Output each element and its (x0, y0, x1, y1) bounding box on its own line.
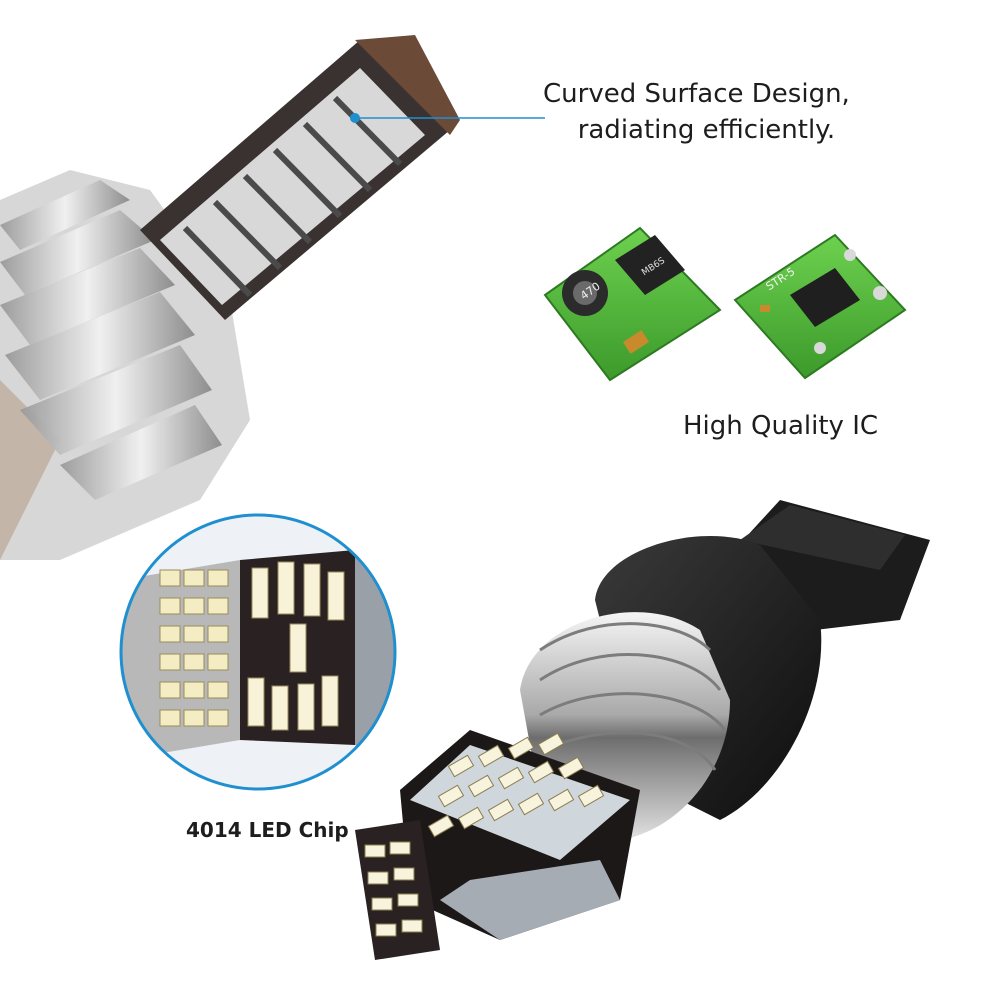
curved-caption-line2: radiating efficiently. (577, 115, 836, 145)
callout-pointer (350, 113, 545, 123)
ic-caption: High Quality IC (683, 411, 879, 441)
main-bulb (355, 500, 930, 960)
curved-caption-line1: Curved Surface Design, (543, 79, 850, 109)
bulb-closeup-top (0, 35, 460, 560)
ic-module-right: STR-5 (733, 233, 907, 380)
led-chip-caption: 4014 LED Chip (186, 818, 349, 842)
ic-module-left: 470 MB6S (543, 226, 722, 382)
curved-surface-caption: Curved Surface Design, radiating efficie… (543, 76, 850, 148)
led-chip-magnifier (119, 513, 397, 791)
